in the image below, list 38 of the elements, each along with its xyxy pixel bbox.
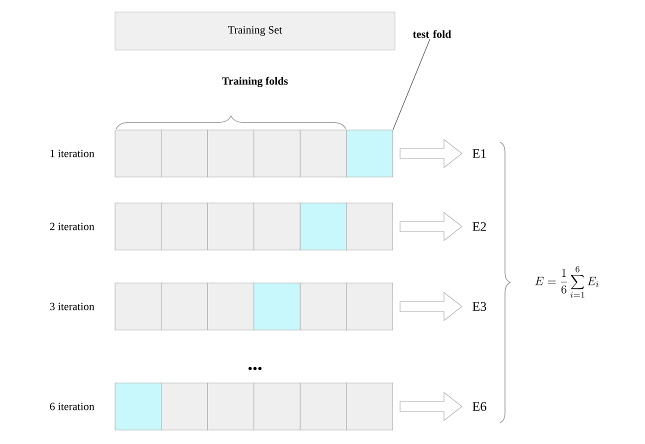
ellipsis: ••• [248, 366, 262, 370]
fold-cell [300, 382, 347, 430]
fold-cell [346, 202, 394, 250]
error-label: E2 [472, 222, 486, 231]
brace-label: Training folds [222, 76, 288, 88]
fold-cell [254, 130, 300, 178]
fold-cell [346, 130, 394, 178]
fold-cell [160, 202, 208, 250]
fold-cell [160, 130, 208, 178]
fold-cell [254, 382, 300, 430]
fold-cell [254, 282, 300, 330]
fold-cell [346, 282, 394, 330]
fold-cell [300, 282, 347, 330]
fold-cell [254, 202, 300, 250]
row-label: 2 iteration [50, 222, 94, 230]
hollow-arrow [400, 138, 462, 168]
row-label: 3 iteration [50, 302, 94, 310]
fold-cell [207, 202, 254, 250]
leader-line [392, 38, 430, 130]
fold-cell [207, 130, 254, 178]
fold-cell [346, 382, 394, 430]
fold-cell [160, 282, 208, 330]
hollow-arrow [400, 392, 462, 422]
error-label: E3 [472, 302, 486, 311]
error-label: E6 [472, 402, 486, 411]
annotation-text: test fold [412, 30, 452, 38]
fold-cell [300, 130, 347, 178]
training-set-box: Training Set [114, 12, 396, 50]
fold-cell [207, 382, 254, 430]
row-label: 6 iteration [50, 402, 94, 410]
fold-cell [300, 202, 347, 250]
formula: $E=\frac{1}{6}\sum_{i=1}^{6}E_i$ [535, 266, 598, 298]
fold-cell [207, 282, 254, 330]
fold-cell [160, 382, 208, 430]
row-label: 1 iteration [50, 150, 94, 158]
hollow-arrow [400, 292, 462, 322]
error-label: E1 [472, 149, 486, 158]
hollow-arrow [400, 212, 462, 242]
